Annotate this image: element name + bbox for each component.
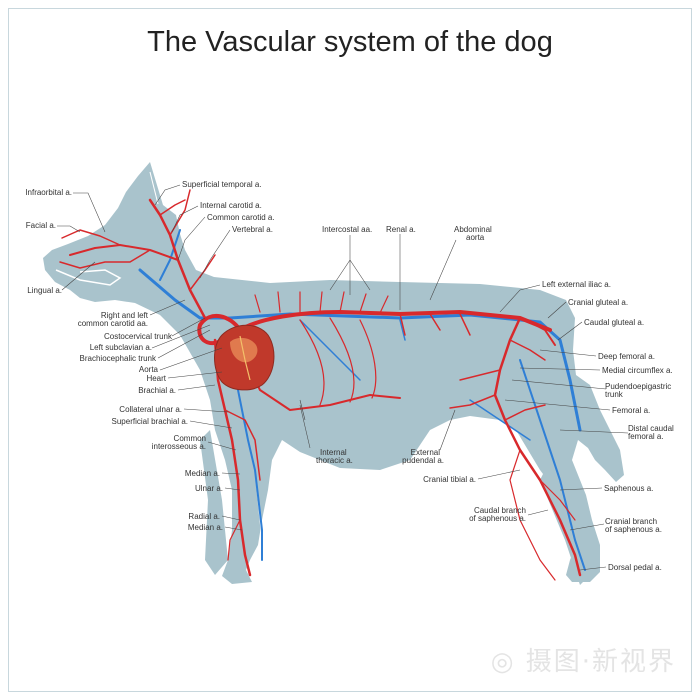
label-aorta: Aorta xyxy=(139,365,159,374)
diagram-title: The Vascular system of the dog xyxy=(147,26,553,58)
leader-lines xyxy=(57,184,629,571)
vein-network xyxy=(138,229,586,571)
heart-icon xyxy=(214,324,275,391)
label-cranial-gluteal: Cranial gluteal a. xyxy=(568,298,628,307)
label-facial: Facial a. xyxy=(26,221,56,230)
watermark-text: 摄图·新视界 xyxy=(525,647,676,677)
label-cranial-branch-saphenous-1: Cranial branch xyxy=(605,517,657,526)
label-collateral-ulnar: Collateral ulnar a. xyxy=(119,405,182,414)
label-common-carotid: Common carotid a. xyxy=(207,213,275,222)
label-external-pudendal-1: External xyxy=(411,448,441,457)
label-brachiocephalic: Brachiocephalic trunk xyxy=(80,354,157,363)
label-superficial-brachial: Superficial brachial a. xyxy=(112,417,188,426)
label-infraorbital: Infraorbital a. xyxy=(25,188,72,197)
labels-top: Superficial temporal a. Internal carotid… xyxy=(182,180,492,242)
label-left-external-iliac: Left external iliac a. xyxy=(542,280,611,289)
labels-right: Left external iliac a. Cranial gluteal a… xyxy=(542,280,674,572)
label-right-left-common-carotid-1: Right and left xyxy=(101,311,149,320)
label-distal-caudal-femoral-1: Distal caudal xyxy=(628,424,674,433)
label-ulnar: Ulnar a. xyxy=(195,484,223,493)
label-common-interosseous-2: interosseous a. xyxy=(152,442,206,451)
label-median-2: Median a. xyxy=(188,523,223,532)
leader-internal-thoracic xyxy=(299,404,311,449)
label-deep-femoral: Deep femoral a. xyxy=(598,352,655,361)
label-caudal-branch-saphenous-1: Caudal branch xyxy=(474,506,526,515)
label-cranial-tibial: Cranial tibial a. xyxy=(423,475,476,484)
label-pudendoepigastric-2: trunk xyxy=(605,390,624,399)
dog-silhouette xyxy=(43,162,624,584)
label-pudendoepigastric-1: Pudendoepigastric xyxy=(605,382,671,391)
label-abdominal-aorta-2: aorta xyxy=(466,233,485,242)
label-caudal-gluteal: Caudal gluteal a. xyxy=(584,318,644,327)
label-lingual: Lingual a. xyxy=(27,286,62,295)
label-distal-caudal-femoral-2: femoral a. xyxy=(628,432,664,441)
label-medial-circumflex: Medial circumflex a. xyxy=(602,366,673,375)
label-radial: Radial a. xyxy=(188,512,220,521)
far-fore-leg xyxy=(200,430,228,575)
label-left-subclavian: Left subclavian a. xyxy=(90,343,152,352)
label-heart: Heart xyxy=(146,374,166,383)
labels-middle: Internal thoracic a. External pudendal a… xyxy=(316,448,526,523)
label-internal-thoracic-2: thoracic a. xyxy=(316,456,353,465)
label-vertebral: Vertebral a. xyxy=(232,225,273,234)
label-dorsal-pedal: Dorsal pedal a. xyxy=(608,563,662,572)
label-brachial: Brachial a. xyxy=(138,386,176,395)
label-renal: Renal a. xyxy=(386,225,416,234)
camera-lens-icon: ◎ xyxy=(490,647,516,677)
label-internal-carotid: Internal carotid a. xyxy=(200,201,262,210)
ear-inner xyxy=(149,171,159,205)
label-cranial-branch-saphenous-2: of saphenous a. xyxy=(605,525,662,534)
label-abdominal-aorta-1: Abdominal xyxy=(454,225,492,234)
frame-border xyxy=(8,8,692,692)
label-caudal-branch-saphenous-2: of saphenous a. xyxy=(469,514,526,523)
label-median-1: Median a. xyxy=(185,469,220,478)
hindlimb-outline xyxy=(479,419,501,441)
label-right-left-common-carotid-2: common carotid aa. xyxy=(78,319,148,328)
label-saphenous: Saphenous a. xyxy=(604,484,653,493)
label-superficial-temporal: Superficial temporal a. xyxy=(182,180,262,189)
artery-network xyxy=(59,189,582,581)
label-costocervical: Costocervical trunk xyxy=(104,332,173,341)
label-internal-thoracic-1: Internal xyxy=(320,448,347,457)
label-intercostal: Intercostal aa. xyxy=(322,225,372,234)
label-femoral: Femoral a. xyxy=(612,406,650,415)
label-common-interosseous-1: Common xyxy=(174,434,206,443)
labels-left: Infraorbital a. Facial a. Lingual a. Rig… xyxy=(25,188,223,532)
watermark: ◎ 摄图·新视界 xyxy=(491,641,676,678)
label-external-pudendal-2: pudendal a. xyxy=(402,456,444,465)
